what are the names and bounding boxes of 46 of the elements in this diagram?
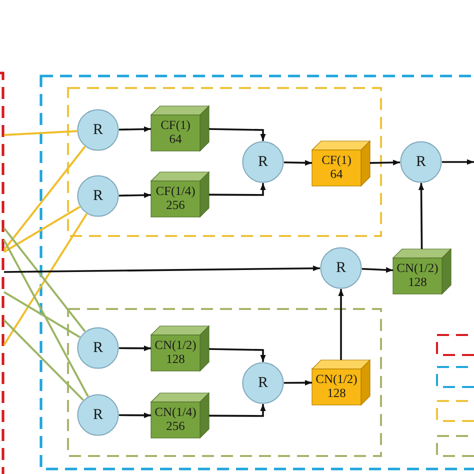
arrow (284, 380, 312, 386)
arrow (208, 128, 266, 141)
block-label: CN(1/4) (154, 406, 196, 420)
block-label: 64 (169, 133, 182, 147)
connector-line (3, 240, 89, 397)
arrow (209, 183, 266, 196)
block-label: 256 (166, 199, 185, 213)
arrow (118, 192, 152, 198)
arrow (284, 160, 312, 166)
node-label: R (92, 406, 103, 424)
connector-line (3, 146, 86, 251)
arrow (362, 267, 394, 273)
node-label: R (416, 154, 426, 170)
arrow (208, 348, 266, 362)
node-label: R (92, 122, 103, 138)
connector-line (4, 130, 78, 136)
block-label: CN(1/2) (396, 262, 438, 276)
arrow (442, 159, 474, 165)
block-label: CN(1/2) (154, 339, 196, 353)
arrow (119, 345, 151, 352)
node-label: R (336, 260, 346, 276)
arrow (209, 404, 266, 417)
arrow (4, 266, 320, 273)
node-label: R (92, 188, 103, 204)
connector-line (3, 206, 80, 253)
block-label: 128 (408, 276, 427, 290)
connector-line (3, 319, 84, 401)
arrow (338, 289, 344, 360)
connector-line (3, 291, 80, 338)
block-label: CF(1) (322, 154, 352, 168)
node-label: R (258, 374, 268, 392)
block-label: CF(1/4) (156, 185, 196, 199)
node-label: R (92, 340, 103, 356)
node-label: R (258, 154, 268, 170)
block-label: 256 (166, 420, 185, 434)
block-label: 128 (166, 353, 185, 367)
block-label: 64 (330, 168, 343, 182)
connector-line (3, 213, 88, 346)
block-label: 128 (327, 387, 346, 401)
arrow (370, 160, 400, 166)
connector-line (3, 227, 86, 332)
block-label: CN(1/2) (316, 373, 358, 387)
arrow (118, 126, 152, 132)
arrow (418, 183, 424, 249)
arrow (119, 412, 151, 418)
block-label: CF(1) (160, 119, 190, 133)
